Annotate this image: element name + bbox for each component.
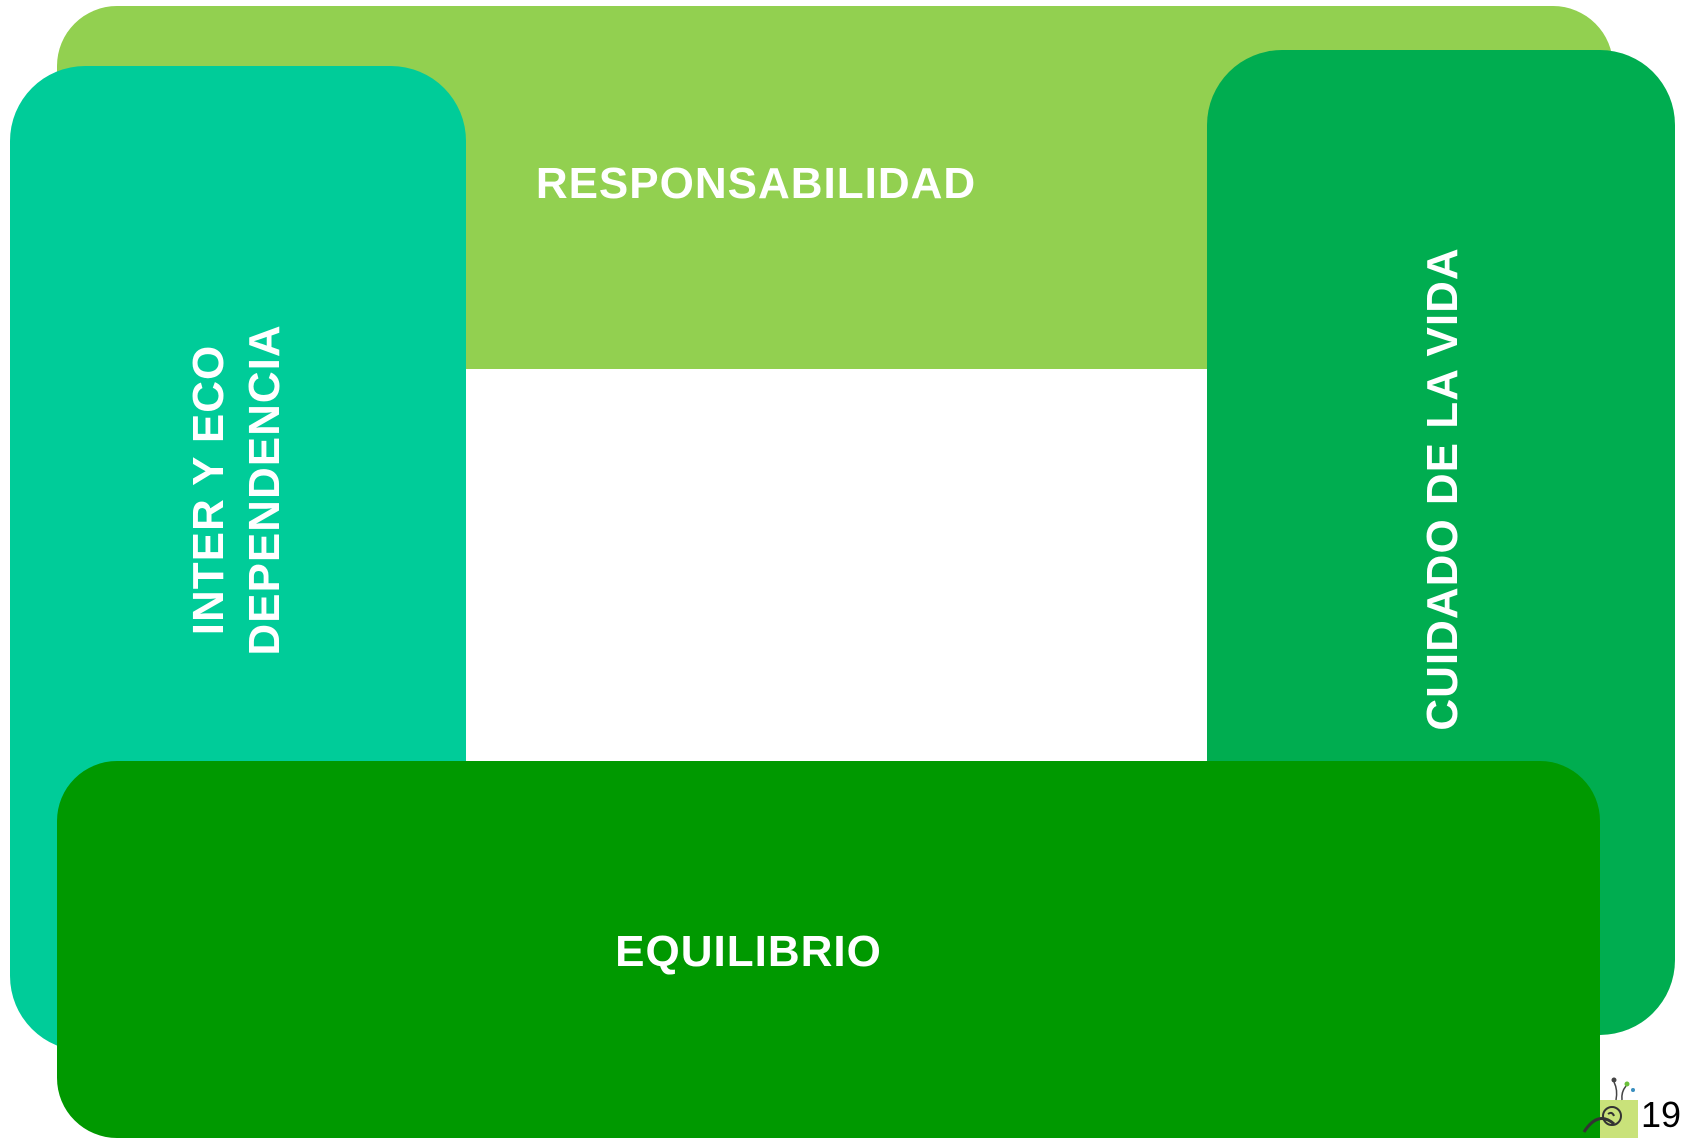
- inter-eco-label-line1: INTER Y ECO: [184, 344, 233, 636]
- responsabilidad-label: RESPONSABILIDAD: [0, 159, 1672, 208]
- inter-eco-label-line2: DEPENDENCIA: [240, 324, 289, 656]
- responsabilidad-text: RESPONSABILIDAD: [535, 159, 977, 208]
- equilibrio-label: EQUILIBRIO: [0, 927, 1672, 976]
- slide-number: 19: [1641, 1094, 1681, 1135]
- cuidado-de-la-vida-label: CUIDADO DE LA VIDA: [1417, 247, 1467, 731]
- equilibrio-text: EQUILIBRIO: [615, 927, 882, 976]
- equilibrio-block: [57, 761, 1600, 1138]
- inter-eco-dependencia-label: INTER Y ECO DEPENDENCIA: [181, 140, 293, 840]
- decorative-logo-icon: [1582, 1077, 1638, 1138]
